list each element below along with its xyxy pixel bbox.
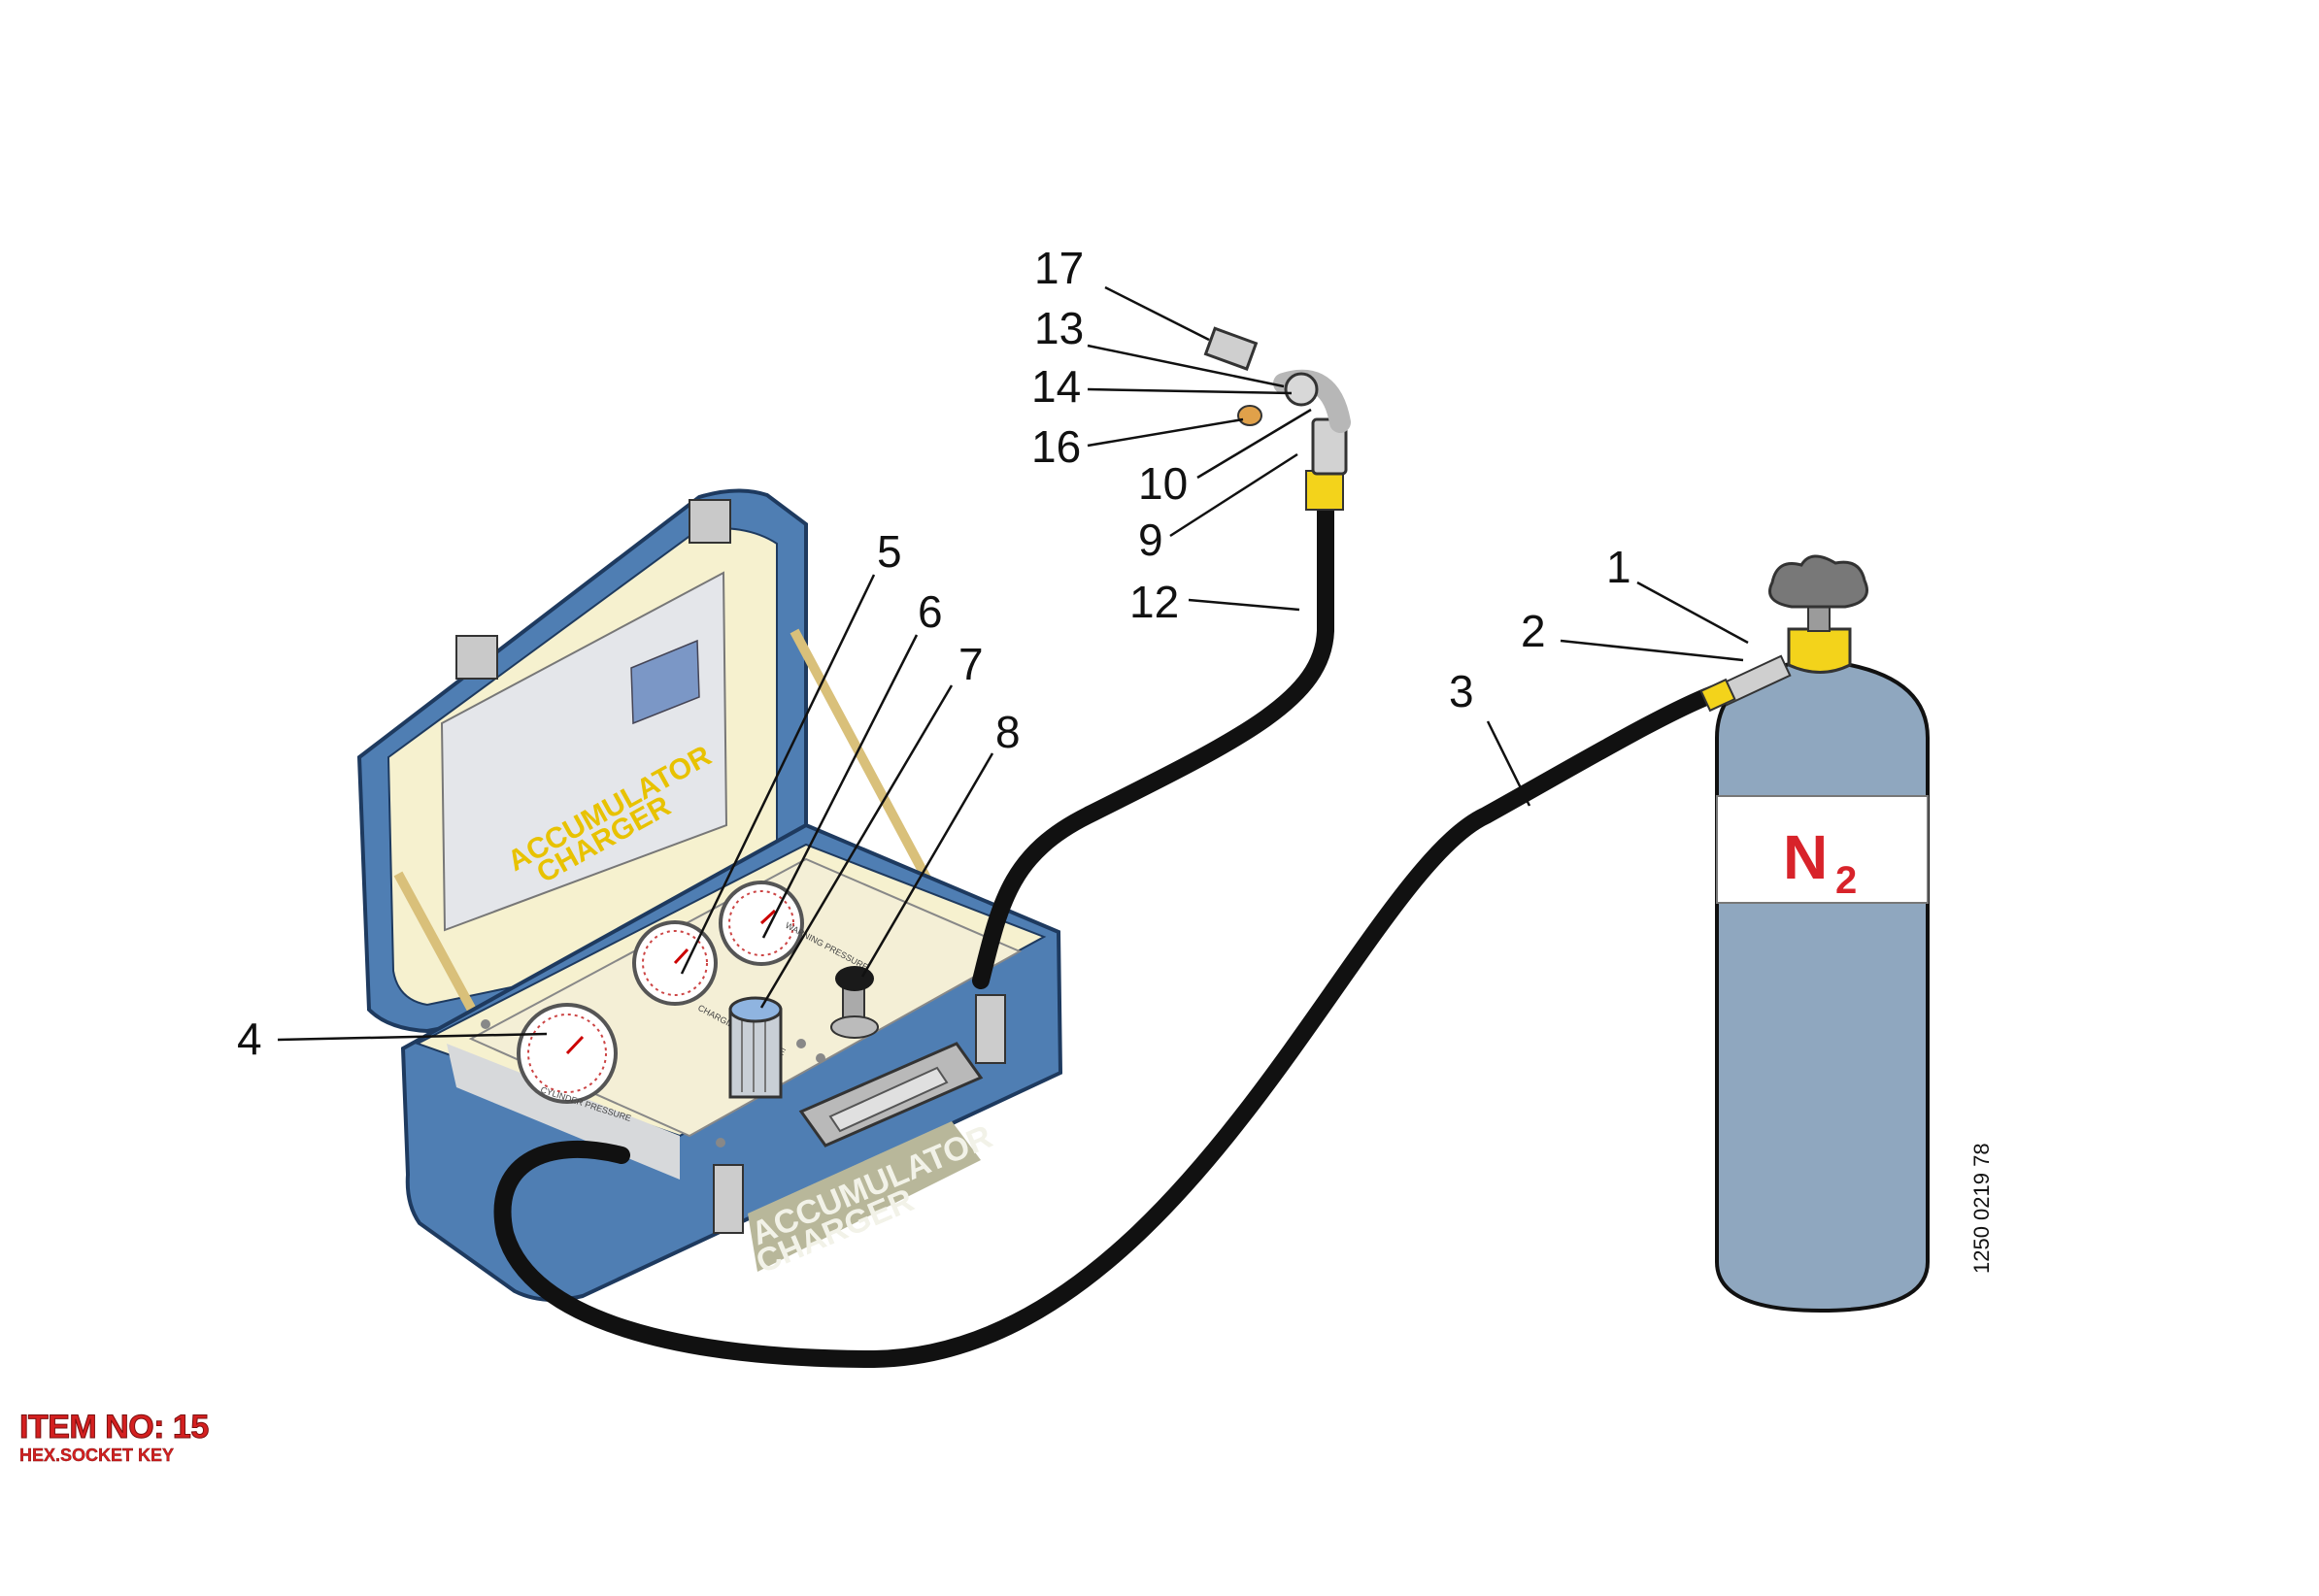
lid-blue-tag: [630, 639, 700, 725]
case-latch[interactable]: [975, 994, 1006, 1064]
cylinder-valve: [1787, 627, 1852, 674]
side-label-panel: [748, 1121, 981, 1272]
nitrogen-cylinder: N 2: [1699, 554, 1930, 1313]
cylinder-body: [1715, 657, 1930, 1313]
lid-stay: [790, 628, 942, 901]
gas-symbol: N: [1783, 822, 1828, 892]
panel-screw: [481, 1019, 490, 1029]
callout-2: 2: [1521, 606, 1546, 656]
callout-5: 5: [877, 526, 902, 577]
leader-6: [761, 634, 919, 939]
leader-10: [1196, 408, 1312, 480]
callout-7: 7: [958, 639, 984, 689]
callouts: 17 13 14 16 10 9 12 1 2 3 4 5 6 7 8: [237, 243, 1749, 1064]
callout-6: 6: [918, 586, 943, 637]
lid-latch[interactable]: [689, 499, 731, 544]
hose-end-fittings: [1203, 326, 1351, 511]
regulator-filter: [728, 996, 783, 1099]
callout-14: 14: [1031, 361, 1081, 412]
callout-16: 17: [1034, 243, 1084, 293]
panel-screw: [796, 1039, 806, 1048]
item-subtitle: HEX.SOCKET KEY: [19, 1446, 175, 1465]
leader-12: [1188, 598, 1300, 612]
callout-8: 8: [995, 707, 1021, 757]
leader-4: [277, 1032, 548, 1042]
callout-3: 3: [1449, 666, 1474, 716]
document-number: 1250 0219 78: [1969, 1143, 1994, 1274]
supply-hose: [493, 682, 1730, 1369]
leader-13: [1087, 344, 1285, 388]
hose-sleeve: [1305, 470, 1344, 511]
leader-1: [1636, 581, 1749, 645]
lid-latch[interactable]: [455, 635, 498, 680]
item-note: ITEM NO: 15 HEX.SOCKET KEY: [19, 1409, 210, 1466]
callout-12: 12: [1129, 577, 1179, 627]
callout-9: 9: [1138, 515, 1163, 565]
callout-10: 10: [1138, 458, 1188, 509]
leader-8: [860, 752, 994, 978]
union-nut: [1284, 372, 1319, 407]
leader-9: [1169, 452, 1298, 538]
sealing-cap: [1237, 405, 1262, 426]
hoses: [493, 477, 1730, 1369]
callout-1: 1: [1606, 542, 1631, 592]
valve-handwheel[interactable]: [1768, 554, 1868, 609]
leader-2: [1560, 639, 1744, 662]
leader-17: [1087, 417, 1244, 448]
hose-sleeve-cylinder: [1699, 678, 1736, 713]
callout-17: 16: [1031, 421, 1081, 472]
case-inner-wall: [447, 1044, 680, 1180]
carry-handle-grip: [828, 1066, 949, 1133]
charging-valve-knob[interactable]: [830, 966, 879, 1039]
item-title: ITEM NO: 15: [19, 1409, 210, 1446]
callout-13: 13: [1034, 303, 1084, 353]
leader-7: [759, 684, 954, 1009]
gas-subscript: 2: [1835, 859, 1857, 902]
case-latch[interactable]: [713, 1164, 744, 1234]
leader-14: [1087, 387, 1293, 395]
charging-hose: [972, 477, 1334, 989]
accumulator-charger-case: ACCUMULATOR CHARGER CYLINDER PRESSURE CH…: [356, 488, 1063, 1302]
cylinder-label-band: [1716, 795, 1929, 904]
adapter-fitting: [1203, 326, 1259, 371]
panel-screw: [716, 1138, 725, 1147]
panel-screw: [816, 1053, 825, 1063]
leader-3: [1486, 720, 1531, 807]
leader-16: [1104, 285, 1210, 342]
callout-4: 4: [237, 1014, 262, 1064]
leader-5: [680, 574, 876, 975]
